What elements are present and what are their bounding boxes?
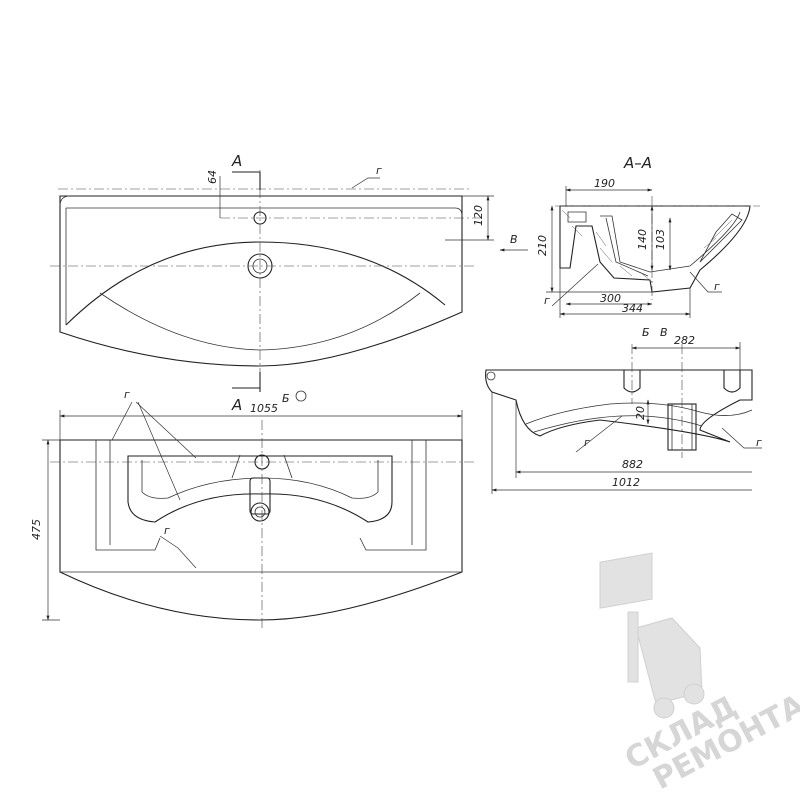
dim-depth: 475 [30, 519, 43, 540]
section-a-a [546, 186, 760, 318]
material-marker-section-b: г [714, 280, 720, 293]
dim-side-1012: 1012 [612, 476, 640, 489]
material-marker-side-b: г [756, 436, 762, 449]
material-marker-section-a: г [544, 294, 550, 307]
view-mark-v: В [660, 326, 668, 339]
dim-section-103: 103 [654, 229, 667, 250]
dim-section-140: 140 [636, 229, 649, 250]
dim-section-300: 300 [600, 292, 621, 305]
watermark: СКЛАД РЕМОНТА [599, 552, 800, 797]
cut-mark-a-top: А [231, 152, 242, 170]
side-view-b [485, 342, 762, 494]
dim-section-190: 190 [594, 177, 615, 190]
bottom-view [42, 401, 475, 630]
top-view [50, 170, 528, 402]
view-mark-v-arrow: В [510, 233, 518, 246]
cut-mark-b: Б [282, 392, 290, 405]
dim-side-282: 282 [674, 334, 695, 347]
dim-width-top: 1055 [250, 402, 278, 415]
section-title: А–А [623, 154, 652, 172]
view-mark-b: Б [642, 326, 650, 339]
material-marker-bottom-b: г [164, 524, 170, 537]
dim-side-882: 882 [622, 458, 643, 471]
dim-section-210: 210 [536, 235, 549, 256]
dim-side-20: 20 [634, 406, 647, 420]
material-marker-top: г [376, 164, 382, 177]
dim-tap-to-bowl: 120 [472, 205, 485, 226]
dim-tap-offset: 64 [206, 170, 219, 184]
dim-section-344: 344 [622, 302, 643, 315]
material-marker-side-a: г [584, 436, 590, 449]
forklift-icon [599, 552, 705, 719]
material-marker-bottom-a: г [124, 388, 130, 401]
cut-mark-a-bottom: А [231, 396, 242, 414]
